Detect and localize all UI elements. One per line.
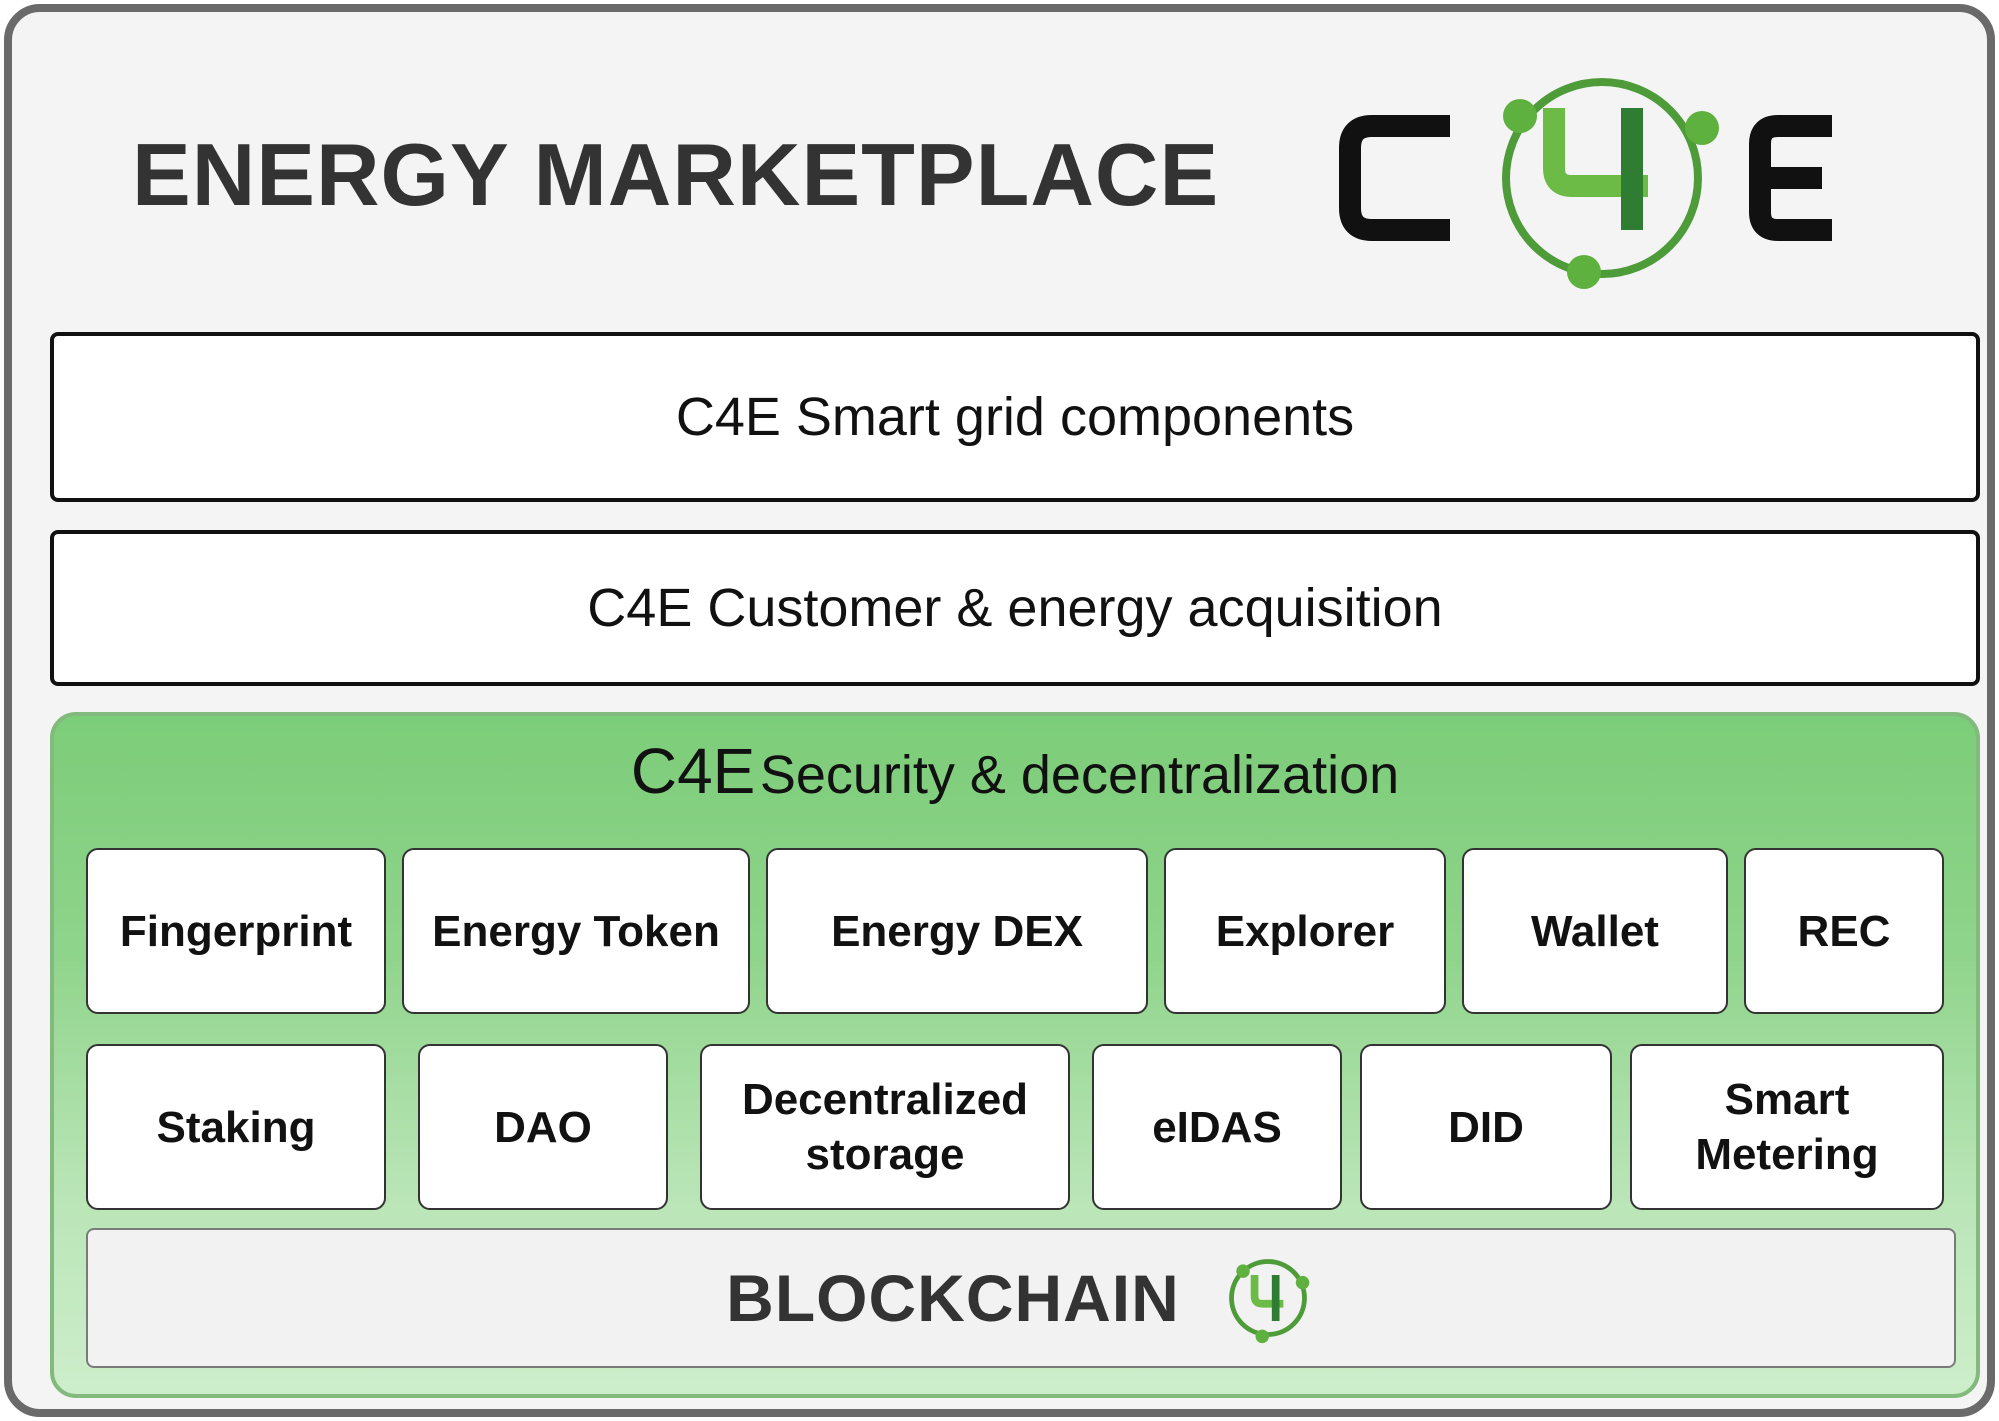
component-staking: Staking: [86, 1044, 386, 1210]
logo-node-right: [1685, 111, 1719, 145]
component-explorer: Explorer: [1164, 848, 1446, 1014]
component-decentralized-storage: Decentralized storage: [700, 1044, 1070, 1210]
logo-node-bottom: [1567, 255, 1601, 289]
security-title-brand: C4E: [630, 735, 756, 807]
security-panel-title: C4E Security & decentralization: [54, 734, 1976, 808]
component-smart-metering: Smart Metering: [1630, 1044, 1944, 1210]
component-energy-dex: Energy DEX: [766, 848, 1148, 1014]
security-decentralization-panel: C4E Security & decentralization Fingerpr…: [50, 712, 1980, 1398]
c4e-logo: [1339, 78, 1832, 289]
page-title: ENERGY MARKETPLACE: [132, 125, 1220, 224]
security-title-text: Security & decentralization: [759, 745, 1400, 805]
component-did: DID: [1360, 1044, 1612, 1210]
smart-grid-components-box: C4E Smart grid components: [50, 332, 1980, 502]
component-dao: DAO: [418, 1044, 668, 1210]
component-eidas: eIDAS: [1092, 1044, 1342, 1210]
component-wallet: Wallet: [1462, 848, 1728, 1014]
component-rec: REC: [1744, 848, 1944, 1014]
diagram-frame: ENERGY MARKETPLACE C4E Smart grid compon…: [4, 4, 1995, 1417]
logo-node-top: [1503, 99, 1537, 133]
blockchain-bar: BLOCKCHAIN: [86, 1228, 1956, 1368]
logo-letter-e: [1749, 115, 1832, 241]
customer-energy-acquisition-box: C4E Customer & energy acquisition: [50, 530, 1980, 686]
component-energy-token: Energy Token: [402, 848, 750, 1014]
blockchain-label: BLOCKCHAIN: [726, 1261, 1180, 1335]
logo-ring: [1502, 78, 1702, 278]
logo-digit-4: [1543, 108, 1648, 197]
c4-blockchain-icon: [1228, 1259, 1310, 1344]
component-fingerprint: Fingerprint: [86, 848, 386, 1014]
logo-letter-c: [1339, 115, 1450, 241]
